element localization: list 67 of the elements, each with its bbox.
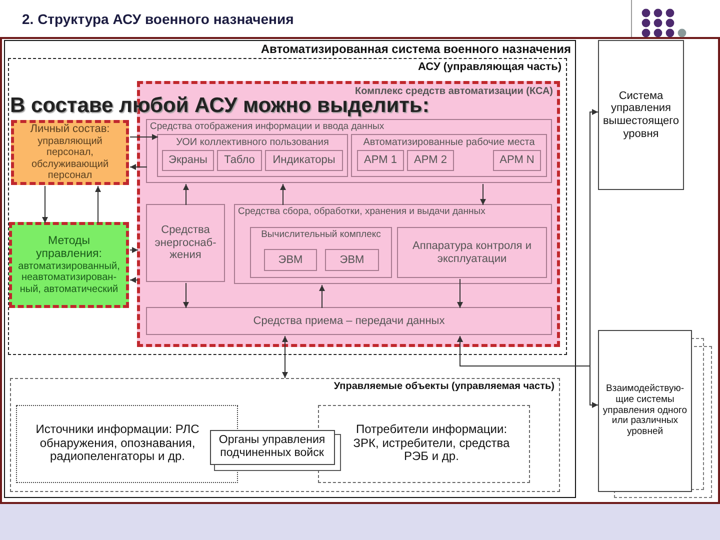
node-text: АРМ 1 xyxy=(364,154,397,167)
node-text: АРМ N xyxy=(500,154,534,167)
process-box xyxy=(217,150,262,171)
node-text: Средства приема – передачи данных xyxy=(253,314,445,328)
process-box xyxy=(325,249,379,271)
node-text: Индикаторы xyxy=(272,154,336,167)
node-text: автоматизированный, неавтоматизирован-ный, автоматический xyxy=(17,260,121,296)
slide-title: 2. Структура АСУ военного назначения xyxy=(22,11,294,27)
node-text: Органы управления подчиненных войск xyxy=(218,434,326,460)
system-frame xyxy=(4,40,576,498)
node-heading: Вычислительный комплекс xyxy=(260,230,382,240)
node-heading: Личный состав: xyxy=(30,123,110,136)
node-heading: Управляемые объекты (управляемая часть) xyxy=(334,380,554,392)
node-text: Потребители информации: ЗРК, истребители, средства РЭБ и др. xyxy=(352,422,511,464)
node-heading: АСУ (управляющая часть) xyxy=(418,60,562,73)
process-box xyxy=(357,150,404,171)
node-text: Аппаратура контроля и эксплуатации xyxy=(412,240,532,266)
node-heading: УОИ коллективного пользования xyxy=(175,137,330,148)
arrow xyxy=(130,164,148,170)
node-text: Экраны xyxy=(168,154,208,167)
process-box xyxy=(598,330,692,492)
process-box xyxy=(493,150,541,171)
node-heading: Методы управления: xyxy=(35,234,103,261)
node-text: Средства энергоснаб-жения xyxy=(154,224,218,262)
node-text: Табло xyxy=(224,154,255,167)
node-text: управляющий персонал, обслуживающий персонал xyxy=(30,136,110,182)
process-box xyxy=(146,307,552,335)
process-box xyxy=(265,150,343,171)
group-frame xyxy=(8,58,566,354)
group-frame xyxy=(234,204,552,284)
arrow xyxy=(183,184,189,206)
node-text: АРМ 2 xyxy=(414,154,447,167)
process-box xyxy=(146,204,225,282)
node-heading: Автоматизированная система военного назначения xyxy=(260,43,571,56)
node-text: Источники информации: РЛС обнаружения, опознавания, радиопеленгаторы и др. xyxy=(34,422,200,464)
process-box xyxy=(598,40,684,190)
group-frame xyxy=(10,378,560,492)
arrow xyxy=(130,134,158,140)
node-text: Взаимодействую-щие системы управления одного или различных уровней xyxy=(602,384,688,438)
arrow xyxy=(183,282,189,308)
node-text: ЭВМ xyxy=(278,254,303,266)
node-text: Система управления вышестоящего уровня xyxy=(602,90,680,140)
process-box xyxy=(11,120,129,185)
group-frame xyxy=(351,134,547,177)
arrow xyxy=(42,186,48,224)
arrow xyxy=(130,277,138,283)
arrow xyxy=(282,336,288,378)
group-frame xyxy=(146,119,552,183)
node-text: ЭВМ xyxy=(340,254,364,266)
node-heading: Средства сбора, обработки, хранения и выдачи данных xyxy=(238,207,486,218)
arrow xyxy=(457,278,463,308)
process-box xyxy=(407,150,454,171)
arrow xyxy=(280,184,286,206)
node-heading: Автоматизированные рабочие места xyxy=(362,137,536,148)
group-frame xyxy=(157,134,348,177)
process-box xyxy=(162,150,214,171)
arrow xyxy=(457,336,598,408)
process-box xyxy=(397,227,547,278)
group-frame xyxy=(250,227,392,278)
process-box xyxy=(264,249,317,271)
node-heading: Комплекс средств автоматизации (КСА) xyxy=(355,86,553,97)
node-heading: Средства отображения информации и ввода данных xyxy=(150,122,384,132)
arrow xyxy=(130,247,138,253)
arrow xyxy=(480,184,486,206)
arrow xyxy=(319,284,325,308)
arrow xyxy=(95,186,101,224)
process-box xyxy=(9,222,129,308)
